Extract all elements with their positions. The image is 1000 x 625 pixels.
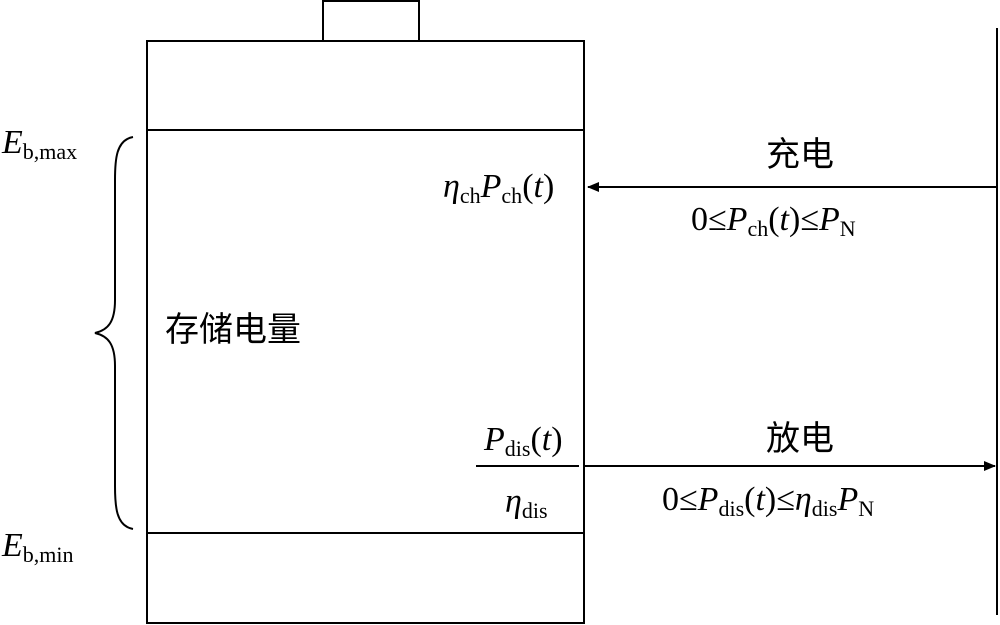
min-level-label: Eb,min [1,527,74,567]
charge-inner-expression: ηchPch(t) [443,168,554,208]
battery-terminal [322,0,420,42]
discharge-label: 放电 [766,420,834,458]
discharge-numerator: Pdis(t) [483,421,563,461]
charge-label: 充电 [766,136,834,174]
max-level-label: Eb,max [1,124,77,164]
discharge-denominator: ηdis [505,483,548,523]
stored-energy-label: 存储电量 [165,311,301,349]
battery-body [146,40,585,624]
discharge-constraint: 0≤Pdis(t)≤ηdisPN [662,481,874,521]
capacity-brace [94,136,134,530]
charge-constraint: 0≤Pch(t)≤PN [691,201,856,241]
